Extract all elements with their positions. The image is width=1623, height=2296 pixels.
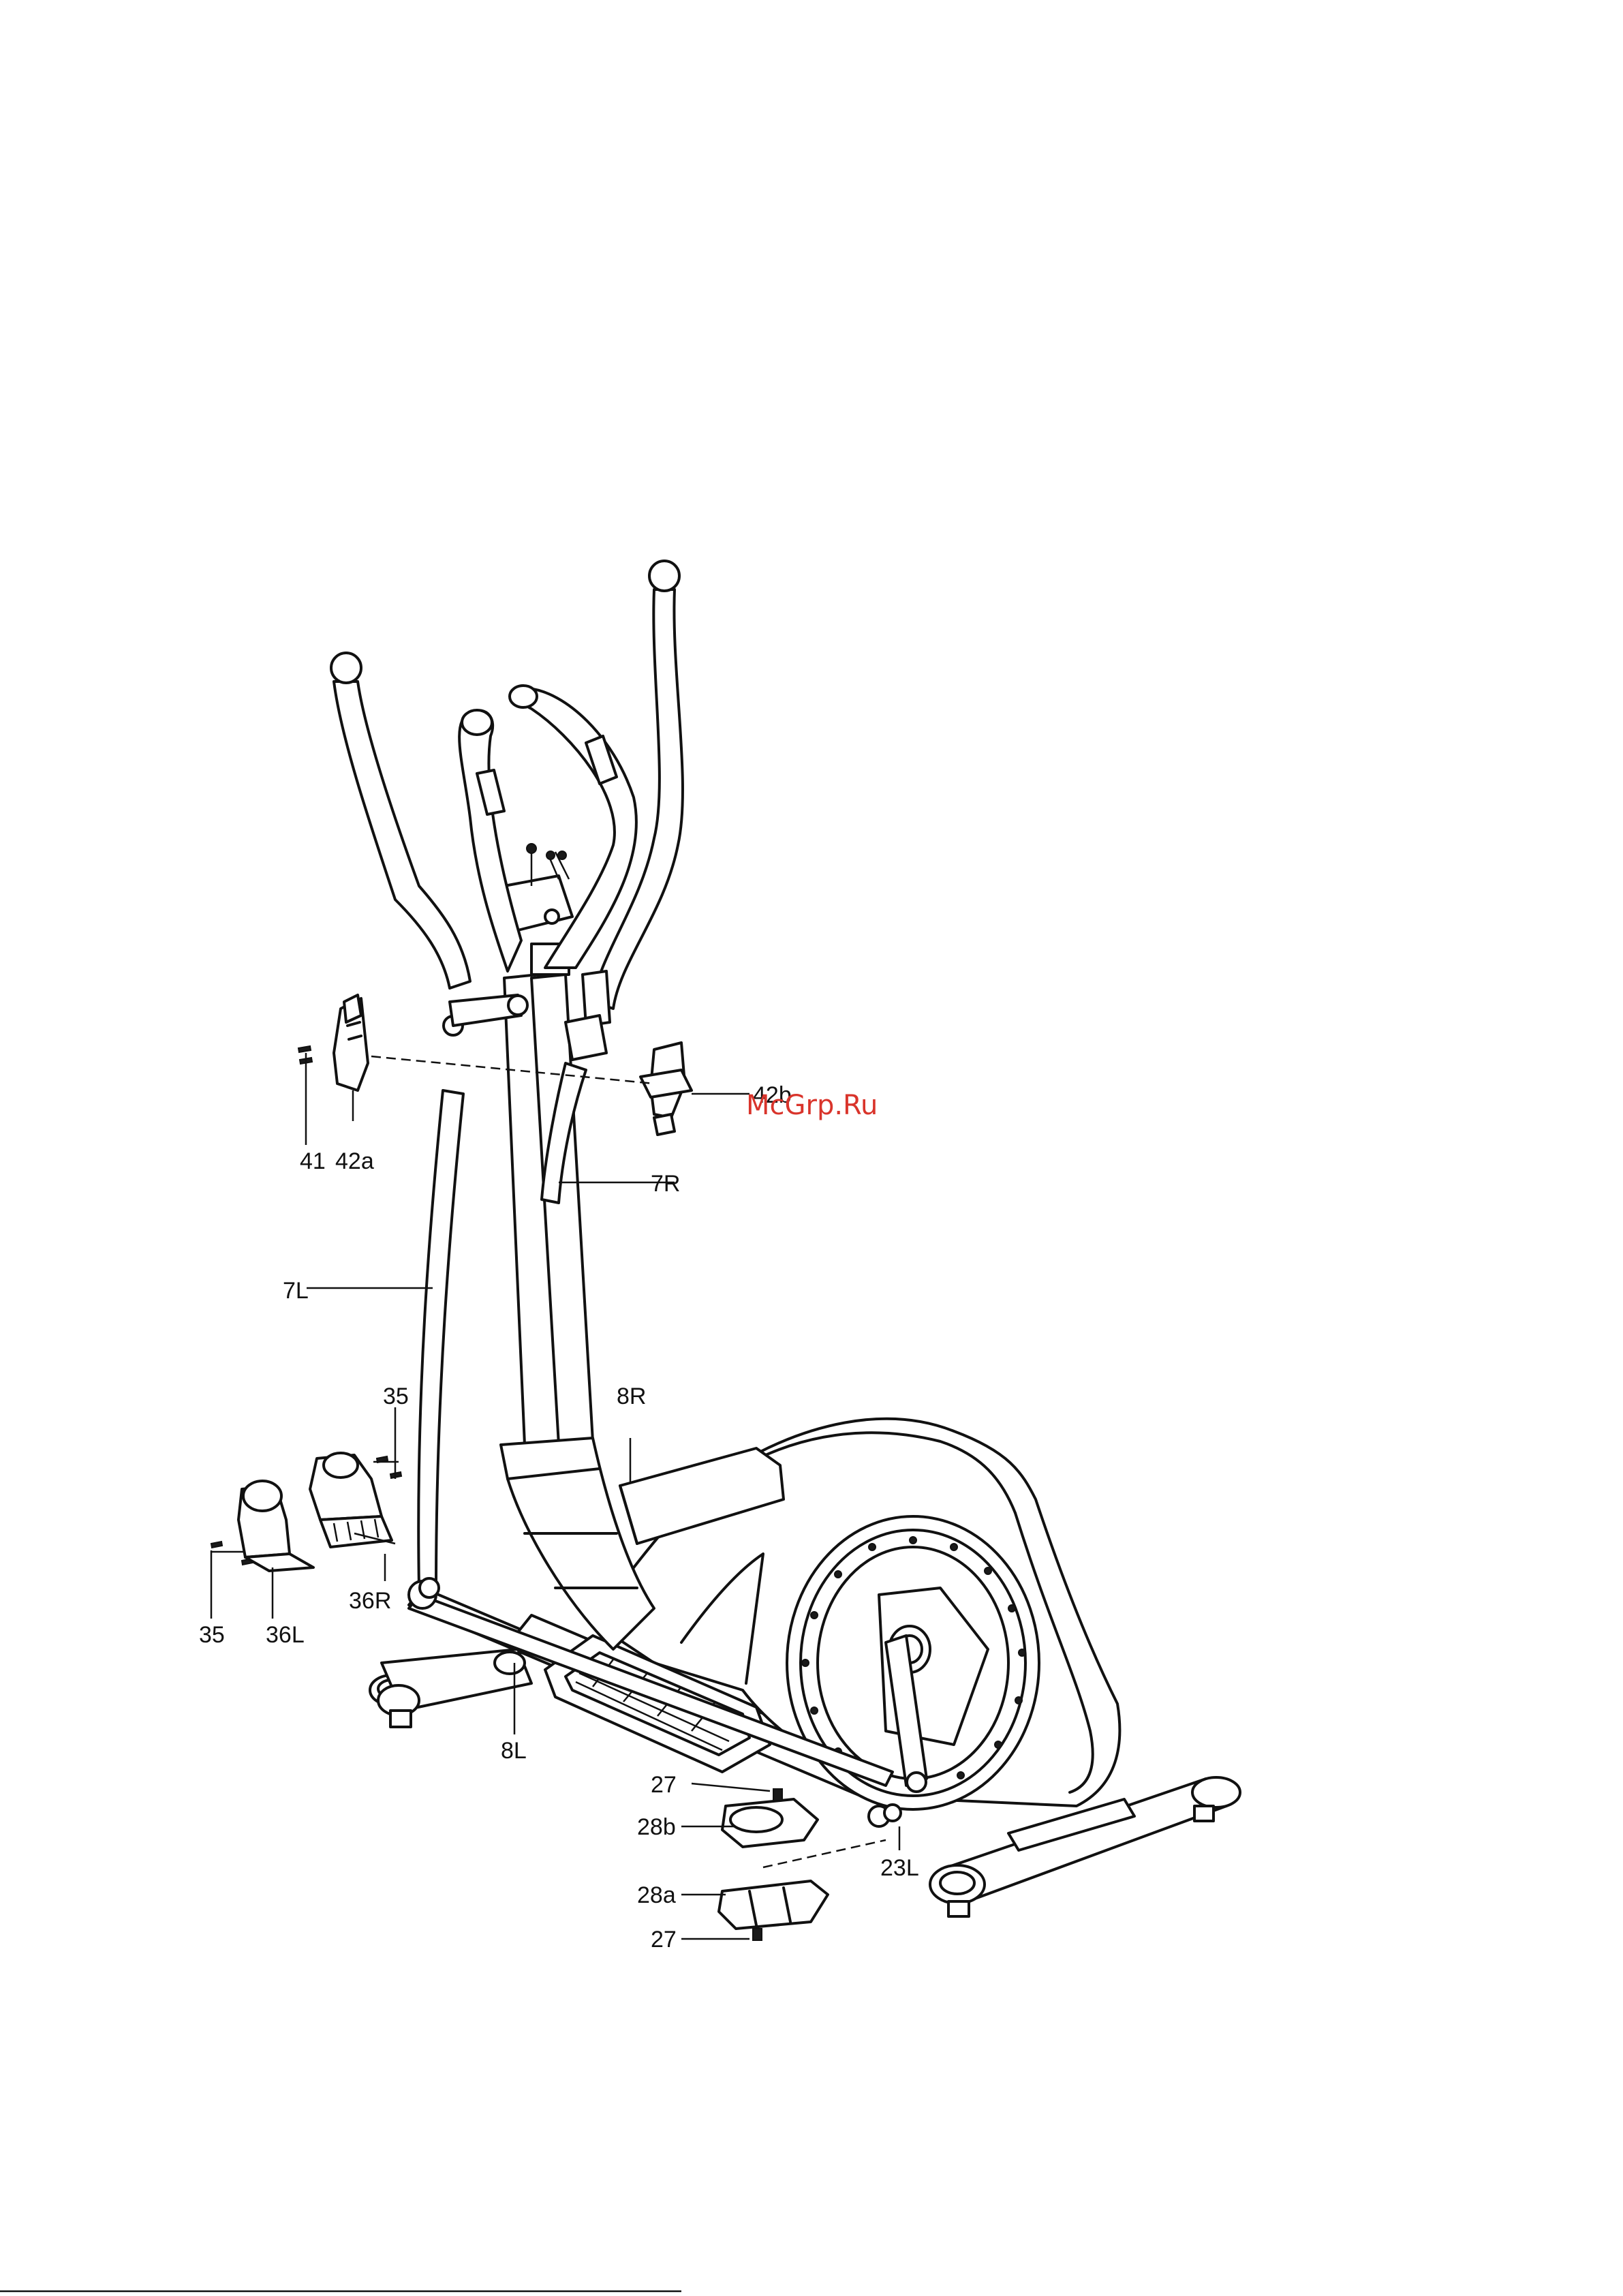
part-42b-bracket <box>640 1043 692 1135</box>
label-35-top: 35 <box>383 1383 409 1409</box>
label-35-bottom: 35 <box>199 1622 225 1648</box>
label-8L: 8L <box>501 1738 527 1764</box>
label-42a: 42a <box>335 1148 374 1174</box>
label-28b: 28b <box>637 1814 676 1840</box>
label-41: 41 <box>300 1148 326 1174</box>
part-28b-cap <box>722 1799 818 1847</box>
lower-arm-7L <box>418 1090 463 1588</box>
fixed-handlebar <box>459 686 636 971</box>
label-28a: 28a <box>637 1882 676 1908</box>
label-36R: 36R <box>349 1588 391 1614</box>
label-27-bottom: 27 <box>651 1927 677 1953</box>
elliptical-trainer-drawing <box>331 561 1240 1916</box>
label-7L: 7L <box>283 1278 309 1304</box>
label-27-top: 27 <box>651 1772 677 1798</box>
label-8R: 8R <box>617 1383 646 1409</box>
part-36R-cover <box>310 1453 392 1547</box>
part-42a-bracket <box>334 995 368 1090</box>
part-28a-cap <box>719 1881 828 1929</box>
assembly-line-28 <box>763 1840 886 1867</box>
part-23L-axle <box>869 1805 901 1826</box>
label-23L: 23L <box>880 1855 919 1881</box>
watermark: McGrp.Ru <box>746 1090 878 1121</box>
part-36L-cover <box>238 1481 313 1571</box>
label-7R: 7R <box>651 1171 680 1197</box>
label-36L: 36L <box>266 1622 305 1648</box>
